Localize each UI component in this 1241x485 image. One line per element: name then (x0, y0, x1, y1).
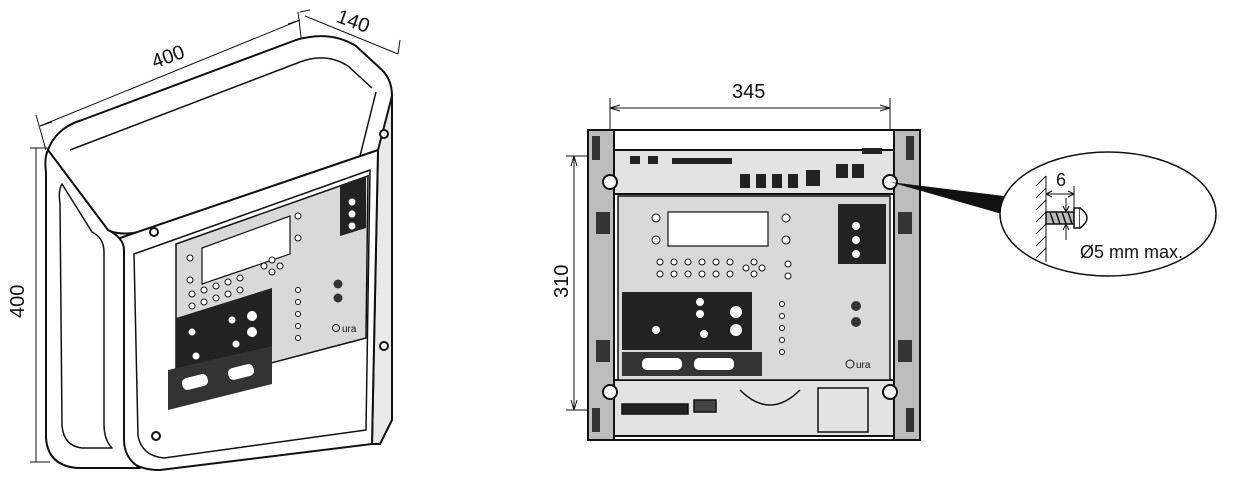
brand-logo-icon-front (845, 359, 855, 369)
status-indicators-front (779, 301, 785, 355)
housing-front-panel: ura (175, 174, 369, 389)
indicator-led-icon (348, 198, 356, 206)
bottom-components (621, 387, 869, 433)
lcd-display-front (667, 211, 769, 247)
indicator-leds-front (852, 222, 860, 258)
callout-pointer (890, 182, 1004, 214)
open-front-panel: ura (617, 195, 891, 381)
mounting-hole-bottom-right (882, 384, 898, 400)
dim-offset-label: 6 (1056, 170, 1066, 190)
status-indicators (295, 287, 301, 341)
housing-screws (149, 129, 389, 441)
dim-depth-140 (299, 9, 401, 55)
dim-depth-label: 140 (334, 6, 373, 38)
housing-3d-view: 400 140 400 (7, 6, 401, 471)
detail-callout: 6 Ø5 mm max. (890, 151, 1217, 277)
dim-diameter (1062, 198, 1070, 240)
brand-logo: ura (342, 324, 357, 335)
dim-horizontal-label: 345 (732, 81, 765, 103)
dim-offset-6 (1045, 186, 1075, 208)
pcb-components (630, 148, 882, 188)
callout-bubble (999, 151, 1217, 277)
dim-vertical-label: 310 (551, 265, 573, 298)
lcd-display (201, 215, 291, 285)
control-buttons (188, 311, 257, 360)
fault-leds-front (851, 301, 861, 327)
brand-logo-icon (332, 324, 340, 332)
indicator-led-icon (348, 210, 356, 218)
housing-bottom-band (168, 346, 272, 410)
housing-front-view: 345 310 (551, 81, 921, 441)
brand-logo-front: ura (856, 360, 871, 371)
dim-height-400 (30, 147, 50, 463)
rail-details (592, 136, 914, 432)
keypad-buttons (186, 212, 302, 310)
screw-spec-label: Ø5 mm max. (1080, 242, 1183, 262)
mounting-hole-bottom-left (602, 384, 618, 400)
screw-icon (1045, 207, 1088, 229)
wall-section (1035, 175, 1047, 262)
keypad-front (651, 213, 792, 280)
mounting-hole-top-left (602, 174, 618, 190)
control-buttons-front (652, 298, 742, 338)
dim-height-label: 400 (7, 285, 29, 318)
housing-top-lines (69, 57, 377, 239)
fault-leds (333, 279, 343, 303)
indicator-led-icon (348, 222, 356, 230)
